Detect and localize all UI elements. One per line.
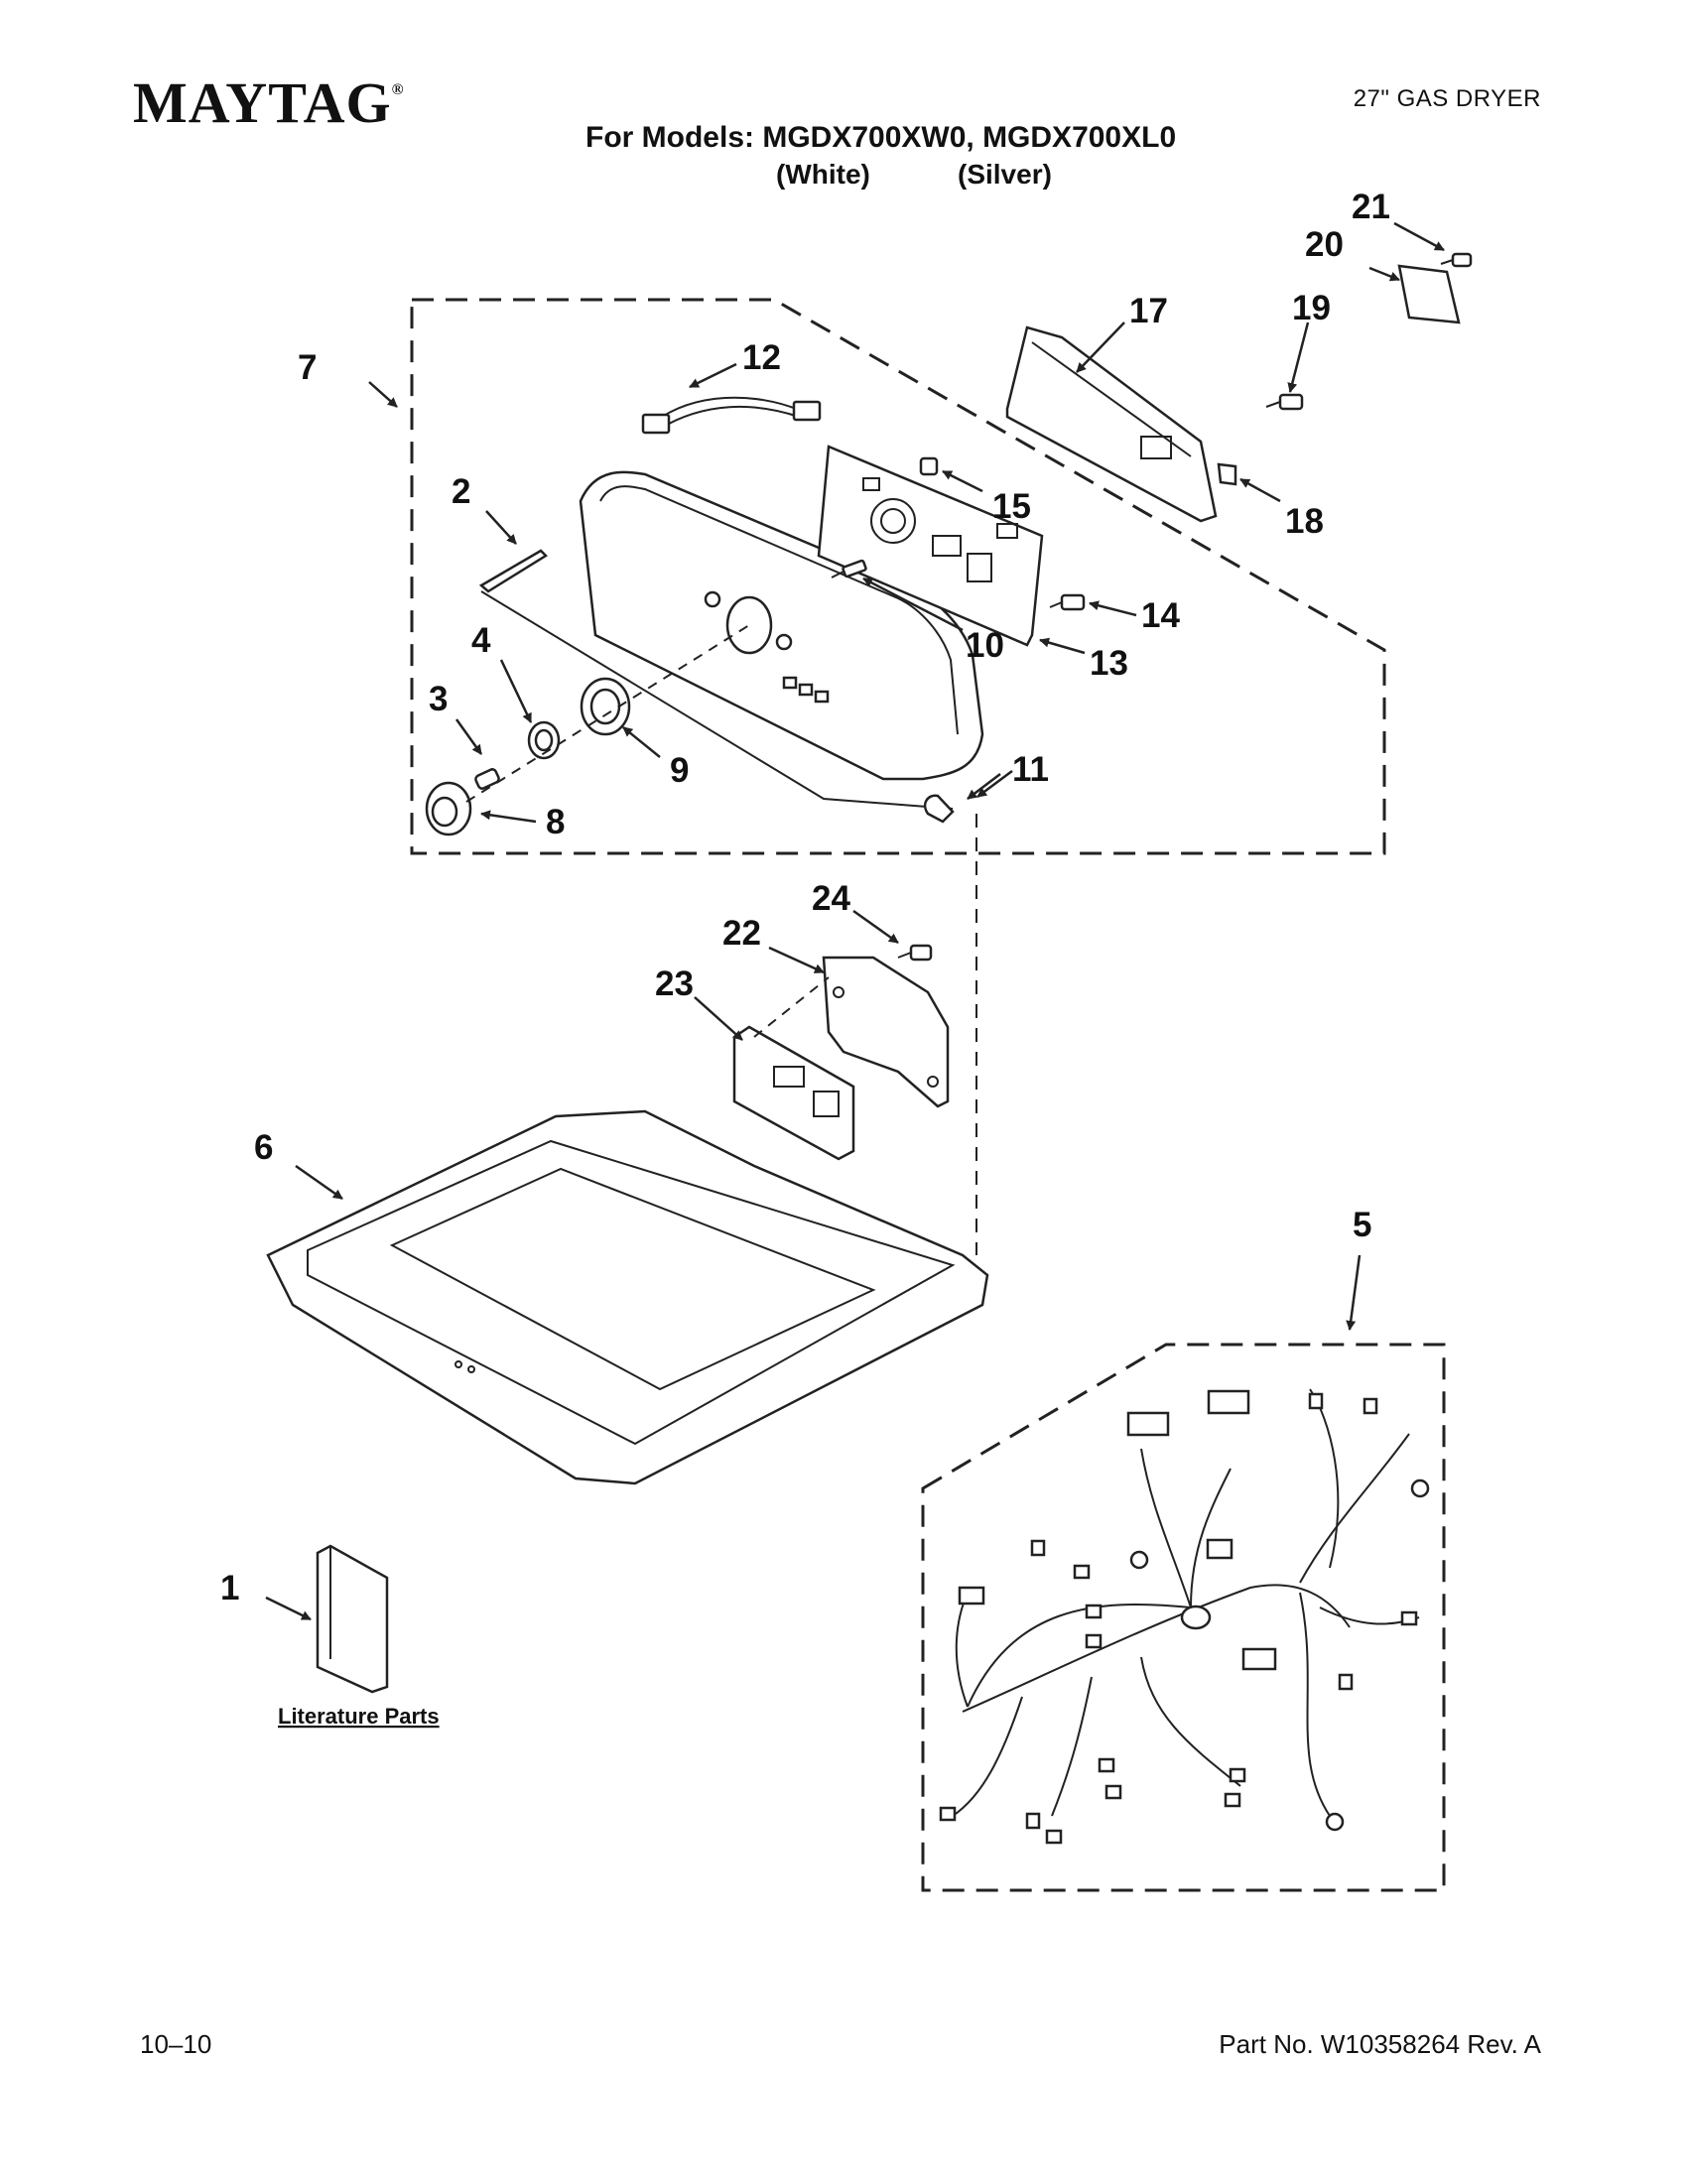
callout-1: 1 — [220, 1569, 239, 1607]
callout-15: 15 — [992, 487, 1031, 526]
callout-6: 6 — [254, 1128, 273, 1167]
callout-9: 9 — [670, 751, 689, 790]
screw-19 — [1265, 393, 1304, 411]
screw-21 — [1440, 252, 1473, 268]
callout-22: 22 — [722, 914, 761, 953]
footer-date: 10–10 — [140, 2029, 212, 2059]
callout-17: 17 — [1129, 292, 1168, 330]
trim-strip-2 — [478, 549, 548, 593]
callout-24: 24 — [812, 879, 850, 918]
callout-2: 2 — [452, 472, 470, 511]
trim-strip-bottom — [480, 590, 954, 810]
screw-10 — [831, 559, 867, 578]
callout-23: 23 — [655, 964, 694, 1003]
mounting-plate-22 — [822, 956, 950, 1108]
callout-11: 11 — [1012, 750, 1049, 789]
machine-control-23 — [732, 976, 855, 1161]
literature-parts-label: Literature Parts — [278, 1704, 440, 1729]
callout-8: 8 — [546, 803, 565, 841]
product-title: 27" GAS DRYER — [1353, 85, 1541, 112]
brand-name: MAYTAG — [133, 70, 392, 135]
screw-14 — [1049, 593, 1086, 611]
footer-part-number: Part No. W10358264 Rev. A — [1219, 2029, 1541, 2059]
registered-mark: ® — [391, 81, 405, 98]
clip-11 — [923, 794, 955, 824]
callout-18: 18 — [1285, 502, 1324, 541]
brand-logo: MAYTAG® — [133, 69, 405, 136]
main-harness-boundary — [921, 1343, 1446, 1892]
clip-18 — [1217, 462, 1237, 486]
console-panel — [579, 470, 984, 781]
callout-5: 5 — [1353, 1206, 1371, 1244]
callout-10: 10 — [966, 626, 1004, 665]
models-line: For Models: MGDX700XW0, MGDX700XL0 — [585, 121, 1177, 154]
callout-21: 21 — [1352, 188, 1390, 226]
callout-13: 13 — [1090, 644, 1128, 683]
cover-plate-20 — [1397, 264, 1461, 324]
callout-7: 7 — [298, 348, 317, 387]
callout-12: 12 — [742, 338, 781, 377]
variant-white-label: (White) — [776, 159, 870, 190]
wire-harness-connector-12 — [641, 396, 822, 435]
callout-20: 20 — [1305, 225, 1344, 264]
variant-silver-label: (Silver) — [958, 159, 1052, 190]
console-assembly-boundary — [410, 298, 1386, 855]
knob-assembly — [425, 624, 750, 836]
literature-booklet-1 — [316, 1544, 389, 1694]
callout-14: 14 — [1141, 596, 1180, 635]
callout-3: 3 — [429, 680, 448, 718]
clip-15 — [919, 456, 939, 476]
console-bracket-17 — [1005, 325, 1218, 523]
main-wire-harness-5 — [939, 1388, 1430, 1845]
screw-24 — [897, 944, 933, 962]
top-panel-6 — [266, 1109, 989, 1485]
ui-control-board-13 — [817, 445, 1044, 647]
callout-19: 19 — [1292, 289, 1331, 327]
callout-4: 4 — [471, 621, 491, 660]
callout-leaders — [265, 221, 1445, 1621]
